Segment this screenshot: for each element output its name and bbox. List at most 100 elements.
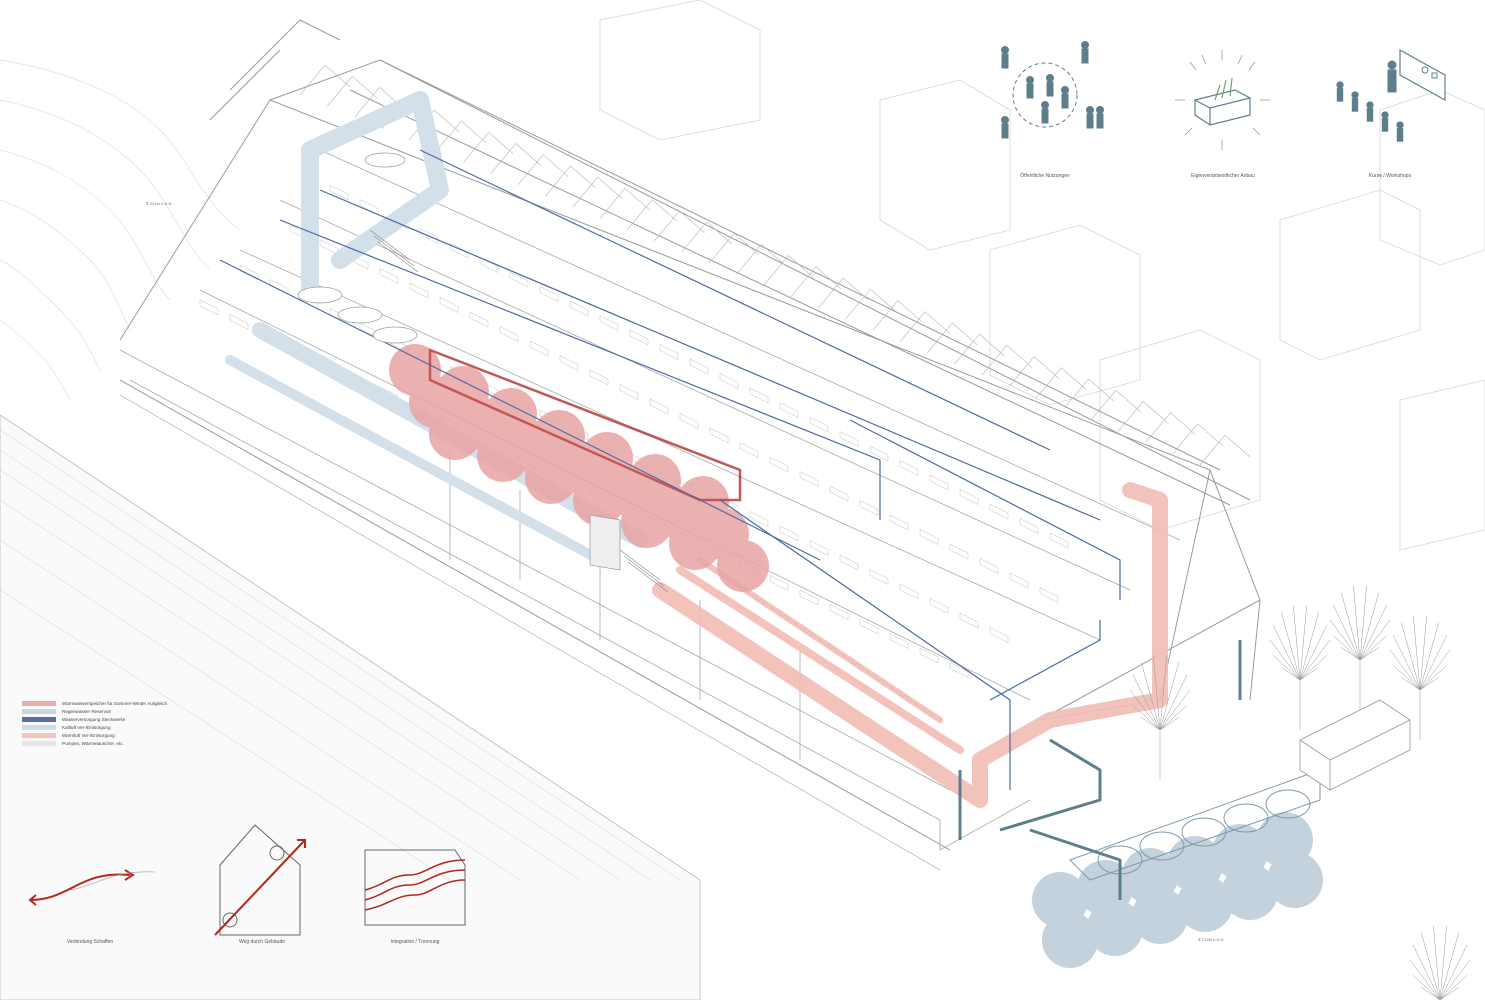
tree-branch <box>1359 592 1379 661</box>
person-head <box>1046 74 1054 82</box>
roof-truss <box>1117 400 1169 432</box>
legend-swatch <box>22 741 56 746</box>
planter <box>439 297 459 313</box>
planter <box>559 355 579 371</box>
planter <box>749 511 769 527</box>
ground-section <box>0 379 951 1000</box>
tree-branch <box>1159 655 1167 731</box>
person-body <box>1046 81 1054 97</box>
roof-truss <box>517 154 569 185</box>
roof-truss <box>1063 378 1114 410</box>
tree-branch <box>1141 662 1161 731</box>
planter <box>839 554 859 571</box>
person-head <box>1026 76 1034 84</box>
person-head <box>1001 46 1009 54</box>
tree-branch <box>1419 634 1448 691</box>
planter <box>509 271 529 288</box>
person-head <box>1001 116 1009 124</box>
planter <box>809 540 829 556</box>
roof-truss <box>599 187 651 219</box>
reservoir-tank <box>1087 900 1143 956</box>
tree-branch <box>1401 622 1421 691</box>
planter <box>719 373 739 389</box>
legend: Warmwasserspeicher für Sommer-Winter Aus… <box>22 700 222 748</box>
tree-branch <box>1153 655 1161 731</box>
tree-branch <box>1299 612 1319 681</box>
tree-branch <box>1159 689 1191 731</box>
tree-branch <box>1419 649 1451 691</box>
tree-branch <box>1392 634 1421 691</box>
storage-tank <box>525 452 577 504</box>
planter <box>199 299 219 316</box>
planter <box>929 474 949 491</box>
roof-truss <box>872 300 923 331</box>
planter <box>359 199 379 215</box>
roof-truss <box>1145 412 1196 443</box>
legend-label: Kaltluft Ver-/Entsorgung <box>62 725 111 730</box>
person-head <box>1396 121 1404 129</box>
storage-tank <box>669 518 721 570</box>
person-head <box>1096 106 1104 114</box>
self-cultivation-planter-icon <box>1175 50 1270 150</box>
planter <box>1039 587 1059 603</box>
legend-swatch <box>22 709 56 714</box>
planter <box>769 456 789 473</box>
tree-branch <box>1433 925 1441 1000</box>
tree-branch <box>1132 705 1161 731</box>
public-use-people-icon <box>1001 41 1104 139</box>
roof-truss <box>490 143 542 174</box>
person-head <box>1351 91 1359 99</box>
legend-item: Pumpen, Wärmetauscher, etc. <box>22 740 222 748</box>
tree-branch <box>1439 959 1471 1000</box>
tree-branch <box>1332 635 1361 661</box>
person-body <box>1001 53 1009 69</box>
elevation-top-label: ⊽ 221m ü.N.N. <box>146 201 173 206</box>
tree-branch <box>1392 665 1421 691</box>
legend-label: Warmwasserspeicher für Sommer-Winter Aus… <box>62 701 168 706</box>
roof-truss <box>463 131 514 163</box>
roof-truss <box>708 232 760 264</box>
reservoir-tank <box>1222 864 1278 920</box>
planter <box>449 242 469 259</box>
reservoir-frame <box>1069 769 1321 881</box>
planter <box>869 445 889 462</box>
legend-item: Regenwasser Reservoir <box>22 708 222 716</box>
terrain-contours <box>0 59 241 401</box>
tree-branch <box>1419 615 1427 691</box>
roof-truss <box>572 176 623 208</box>
planter <box>589 369 609 386</box>
planter <box>859 500 879 516</box>
tree-branch <box>1272 624 1301 681</box>
roof-truss <box>817 277 869 309</box>
tree-branch <box>1412 944 1441 1000</box>
planter <box>1049 532 1069 549</box>
tree-branch <box>1341 592 1361 661</box>
person-body <box>1061 93 1069 109</box>
connection-arrow-icon <box>28 869 156 906</box>
legend-swatch <box>22 725 56 730</box>
roof-truss <box>1172 423 1223 454</box>
planter <box>829 604 849 620</box>
planter <box>689 358 709 375</box>
roof-truss <box>927 322 978 354</box>
tree-branch <box>1419 622 1439 691</box>
legend-label: Pumpen, Wärmetauscher, etc. <box>62 741 124 746</box>
workshop-presentation-icon <box>1336 48 1446 142</box>
planter <box>739 442 759 458</box>
tree-branch <box>1129 689 1161 731</box>
planter <box>479 257 499 273</box>
legend-label: Regenwasser Reservoir <box>62 709 112 714</box>
planter <box>229 314 249 330</box>
planter <box>919 529 939 545</box>
planter <box>949 543 969 560</box>
roof-truss <box>1008 356 1060 387</box>
planter <box>989 503 1009 520</box>
person-head <box>1381 111 1389 119</box>
storage-tank <box>477 430 529 482</box>
tree-branch <box>1389 649 1421 691</box>
storage-tank <box>621 496 673 548</box>
roof-truss <box>899 311 951 342</box>
diagram-caption-integration: Integration / Trennung <box>390 939 440 945</box>
trees <box>1129 585 1471 1000</box>
